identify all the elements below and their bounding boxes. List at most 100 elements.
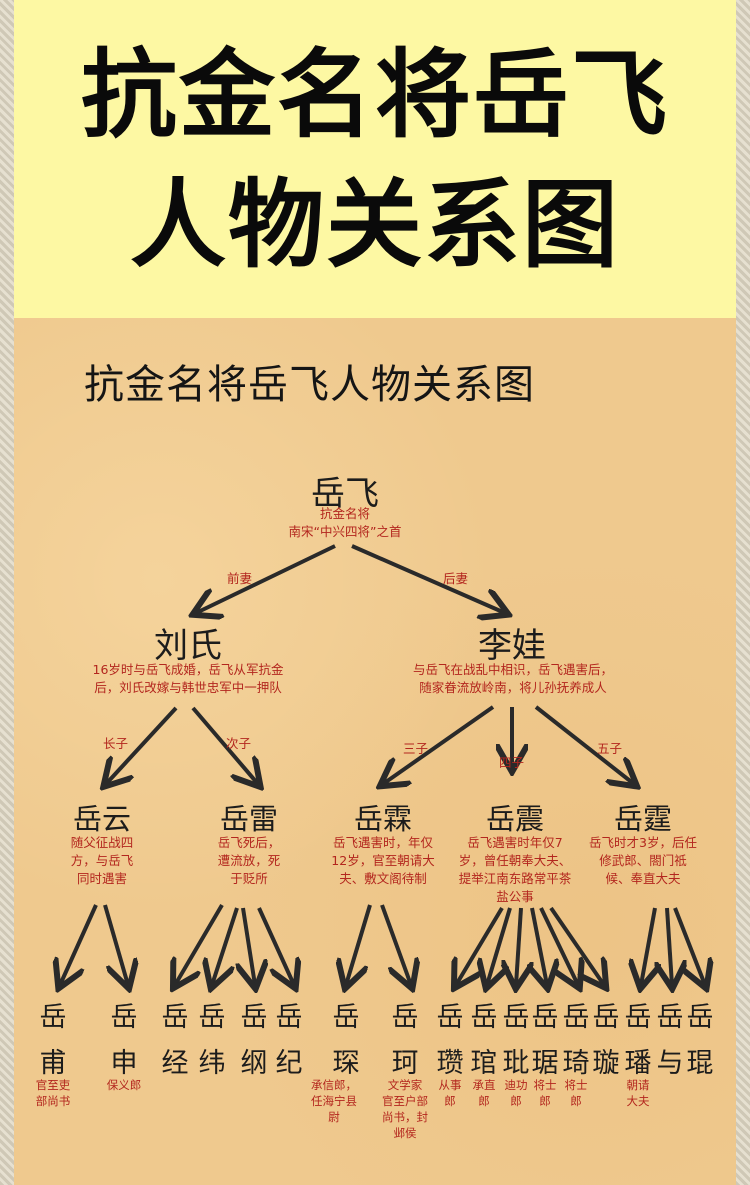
grandson-surname: 岳 xyxy=(275,1002,303,1033)
grandson-surname: 岳 xyxy=(656,1002,684,1033)
relationship-arrow-16 xyxy=(456,906,504,985)
grandson-surname: 岳 xyxy=(39,1002,67,1033)
son-note-2-line-3: 于贬所 xyxy=(230,871,268,886)
grandson-note-10-line-2: 郎 xyxy=(478,1094,490,1108)
grandson-surname: 岳 xyxy=(502,1002,530,1033)
grandson-given-name: 申 xyxy=(110,1048,138,1079)
relationship-arrow-14 xyxy=(346,904,372,985)
relationship-arrow-2 xyxy=(351,544,505,613)
grandson-name-6: 岳纪 xyxy=(271,995,307,1087)
grandson-given-name: 纬 xyxy=(198,1048,226,1079)
son-note-1-line-2: 方，与岳飞 xyxy=(70,853,134,868)
son-note-1-line-1: 随父征战四 xyxy=(70,835,134,850)
grandson-name-17: 岳琨 xyxy=(682,995,718,1087)
grandson-given-name: 经 xyxy=(161,1048,189,1079)
grandson-note-11-line-1: 迪功 xyxy=(504,1078,528,1092)
grandson-name-9: 岳瓒 xyxy=(432,995,468,1087)
son-note-3-line-1: 岳飞遇害时，年仅 xyxy=(332,835,433,850)
grandson-note-11-line-2: 郎 xyxy=(510,1094,522,1108)
relationship-arrow-10 xyxy=(175,903,224,985)
edge-label-son-1: 长子 xyxy=(103,736,129,751)
grandson-note-7-line-1: 承信郎， xyxy=(311,1078,357,1092)
relationship-arrow-20 xyxy=(539,907,578,985)
son-note-5-line-1: 岳飞时才3岁，后任 xyxy=(589,835,697,850)
grandson-note-8-line-4: 邺侯 xyxy=(393,1126,417,1140)
grandson-given-name: 琚 xyxy=(531,1048,559,1079)
grandson-name-7: 岳琛 xyxy=(328,995,364,1087)
relationship-arrow-19 xyxy=(532,907,547,985)
grandson-surname: 岳 xyxy=(332,1002,360,1033)
relationship-arrow-11 xyxy=(212,907,239,985)
grandson-surname: 岳 xyxy=(562,1002,590,1033)
relationship-arrow-23 xyxy=(667,907,672,985)
banner-title-line-2: 人物关系图 xyxy=(130,169,620,281)
grandson-given-name: 琯 xyxy=(470,1048,498,1079)
son-name-5: 岳霆 xyxy=(613,802,672,836)
wife-note-2-line-1: 与岳飞在战乱中相识，岳飞遇害后， xyxy=(412,662,613,677)
grandson-name-5: 岳纲 xyxy=(236,995,272,1087)
son-note-2-line-2: 遭流放，死 xyxy=(217,853,281,868)
son-name-4: 岳震 xyxy=(485,802,544,836)
grandson-note-2-line-1: 保义郎 xyxy=(106,1078,142,1092)
son-note-5-line-2: 修武郎、閤门祗 xyxy=(599,853,687,868)
son-note-3-line-3: 夫、敷文阁待制 xyxy=(339,871,427,886)
relationship-arrow-7 xyxy=(534,705,634,784)
grandson-note-7-line-2: 任海宁县 xyxy=(311,1094,357,1108)
son-note-5-line-3: 候、奉直大夫 xyxy=(605,871,681,886)
diagram-title: 抗金名将岳飞人物关系图 xyxy=(84,362,535,408)
relationship-arrow-15 xyxy=(380,904,411,985)
grandson-given-name: 纲 xyxy=(240,1048,268,1079)
grandson-name-4: 岳纬 xyxy=(194,995,230,1087)
grandson-name-10: 岳琯 xyxy=(466,995,502,1087)
wife-note-2-line-2: 随家眷流放岭南，将儿孙抚养成人 xyxy=(419,680,607,695)
grandson-surname: 岳 xyxy=(624,1002,652,1033)
grandson-note-1-line-1: 官至吏 xyxy=(35,1078,71,1092)
wife-note-1-line-1: 16岁时与岳飞成婚，岳飞从军抗金 xyxy=(92,662,284,677)
grandson-note-15-line-2: 大夫 xyxy=(626,1094,650,1108)
edge-label-son-4: 四子 xyxy=(499,755,525,770)
grandson-name-12: 岳琚 xyxy=(527,995,563,1087)
wife-name-2: 李娃 xyxy=(478,626,546,666)
grandson-surname: 岳 xyxy=(161,1002,189,1033)
edge-label-wife-2: 后妻 xyxy=(443,571,469,586)
root-note-1: 抗金名将 xyxy=(319,506,370,521)
relationship-arrow-17 xyxy=(487,907,512,985)
grandson-note-13-line-2: 郎 xyxy=(570,1094,582,1108)
relationship-arrow-8 xyxy=(60,904,98,985)
grandson-name-2: 岳申 xyxy=(106,995,142,1087)
grandson-note-9-line-1: 从事 xyxy=(438,1078,462,1092)
son-note-2-line-1: 岳飞死后， xyxy=(217,835,281,850)
son-note-3-line-2: 12岁，官至朝请大 xyxy=(331,853,435,868)
relationship-arrow-18 xyxy=(516,907,521,985)
grandson-surname: 岳 xyxy=(531,1002,559,1033)
son-note-4-line-3: 提举江南东路常平茶 xyxy=(458,871,572,886)
relationship-arrow-1 xyxy=(196,544,336,613)
grandson-name-11: 岳玭 xyxy=(498,995,534,1087)
grandson-surname: 岳 xyxy=(470,1002,498,1033)
son-note-4-line-4: 盐公事 xyxy=(496,889,534,904)
grandson-note-1-line-2: 部尚书 xyxy=(35,1094,71,1108)
wife-note-1-line-2: 后，刘氏改嫁与韩世忠军中一押队 xyxy=(94,680,282,695)
wife-name-1: 刘氏 xyxy=(154,626,222,666)
son-note-4-line-1: 岳飞遇害时年仅7 xyxy=(467,835,563,850)
grandson-surname: 岳 xyxy=(198,1002,226,1033)
edge-label-son-2: 次子 xyxy=(226,736,252,751)
relationship-arrow-3 xyxy=(106,706,178,784)
son-note-1-line-3: 同时遇害 xyxy=(76,871,127,886)
grandson-given-name: 璠 xyxy=(624,1048,652,1079)
relationship-arrow-5 xyxy=(383,705,495,784)
grandson-surname: 岳 xyxy=(592,1002,620,1033)
relationship-arrow-9 xyxy=(103,904,128,985)
grandson-given-name: 璇 xyxy=(592,1048,620,1079)
grandson-given-name: 瓒 xyxy=(436,1048,464,1079)
grandson-name-15: 岳璠 xyxy=(620,995,656,1087)
son-note-4-line-2: 岁，曾任朝奉大夫、 xyxy=(458,853,572,868)
grandson-name-1: 岳甫 xyxy=(35,995,71,1087)
grandson-note-7-line-3: 尉 xyxy=(328,1110,340,1124)
grandson-given-name: 玭 xyxy=(502,1048,530,1079)
title-banner: 抗金名将岳飞 人物关系图 xyxy=(14,0,736,318)
left-border-pattern xyxy=(0,0,14,1185)
grandson-given-name: 琨 xyxy=(686,1048,714,1079)
grandson-given-name: 与 xyxy=(656,1048,684,1079)
